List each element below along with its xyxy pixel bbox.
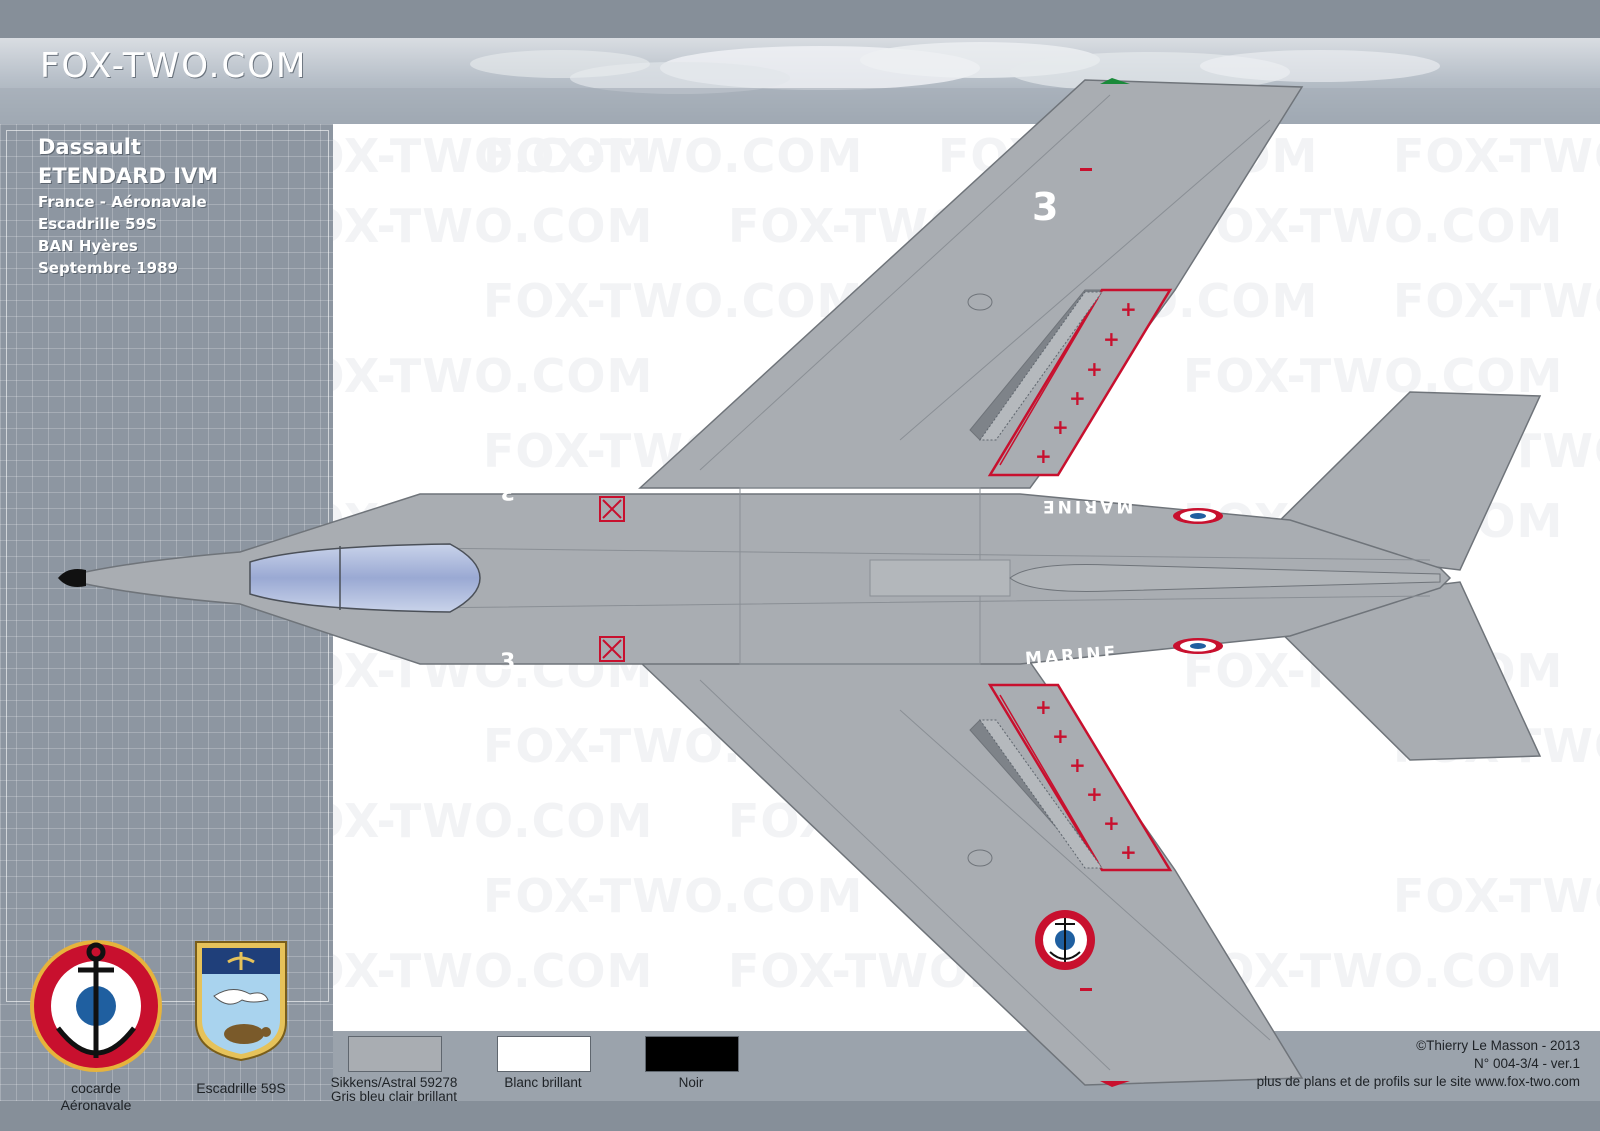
color-swatch-label: Sikkens/Astral 59278 Gris bleu clair bri… bbox=[330, 1075, 458, 1104]
aircraft-model: ETENDARD IVM bbox=[38, 164, 219, 188]
watermark: FOX-TWO.COM bbox=[938, 129, 1319, 183]
watermark: FOX-TWO.COM bbox=[1393, 129, 1600, 183]
watermark: FOX-TWO.COM bbox=[483, 274, 864, 328]
watermark: FOX-TWO.COM bbox=[938, 274, 1319, 328]
bottom-strip bbox=[0, 1101, 1600, 1131]
credits-block: ©Thierry Le Masson - 2013 N° 004-3/4 - v… bbox=[1257, 1037, 1580, 1091]
color-swatch-gris-bleu bbox=[348, 1036, 442, 1072]
watermark: FOX-TWO.COM bbox=[333, 794, 654, 848]
watermark: FOX-TWO.COM bbox=[483, 869, 864, 923]
watermark: FOX-TWO.COM bbox=[1183, 199, 1564, 253]
watermark: FOX-TWO.COM bbox=[333, 494, 654, 548]
aircraft-operator: France - Aéronavale bbox=[38, 193, 207, 211]
watermark: FOX-TWO.COM bbox=[333, 129, 654, 183]
cocarde-aeronavale-emblem bbox=[30, 940, 162, 1072]
aircraft-date: Septembre 1989 bbox=[38, 259, 178, 277]
escadrille-label: Escadrille 59S bbox=[196, 1080, 286, 1096]
color-swatch-label: Noir bbox=[678, 1075, 704, 1090]
aircraft-manufacturer: Dassault bbox=[38, 135, 141, 159]
watermark: FOX-TWO.COM bbox=[333, 944, 654, 998]
aircraft-base: BAN Hyères bbox=[38, 237, 138, 255]
aircraft-unit: Escadrille 59S bbox=[38, 215, 157, 233]
copyright-text: ©Thierry Le Masson - 2013 bbox=[1416, 1038, 1580, 1053]
watermark: FOX-TWO.COM bbox=[1393, 869, 1600, 923]
watermark: FOX-TWO.COM bbox=[728, 944, 1109, 998]
drawing-canvas: FOX-TWO.COM FOX-TWO.COM FOX-TWO.COM FOX-… bbox=[333, 124, 1600, 1031]
lower-fuselage-number-marking: 3 bbox=[500, 650, 516, 675]
watermark: FOX-TWO.COM bbox=[333, 644, 654, 698]
upper-fuselage-number-marking: 3 bbox=[500, 478, 516, 503]
footer-site-link[interactable]: plus de plans et de profils sur le site … bbox=[1256, 1074, 1580, 1089]
top-strip bbox=[0, 0, 1600, 38]
watermark: FOX-TWO.COM bbox=[1393, 719, 1600, 773]
upper-marine-marking: MARINE bbox=[1040, 496, 1134, 516]
watermark: FOX-TWO.COM bbox=[1183, 494, 1564, 548]
watermark: FOX-TWO.COM bbox=[1183, 944, 1564, 998]
color-swatch-blanc bbox=[497, 1036, 591, 1072]
wing-number-marking: 3 bbox=[1032, 185, 1059, 229]
sheet-number-text: N° 004-3/4 - ver.1 bbox=[1474, 1056, 1580, 1071]
watermark: FOX-TWO.COM bbox=[483, 719, 864, 773]
color-swatch-noir bbox=[645, 1036, 739, 1072]
cocarde-label: cocarde Aéronavale bbox=[60, 1080, 132, 1113]
watermark: FOX-TWO.COM bbox=[483, 424, 864, 478]
watermark: FOX-TWO.COM bbox=[1393, 274, 1600, 328]
watermark: FOX-TWO.COM bbox=[483, 129, 864, 183]
header-band bbox=[0, 38, 1600, 124]
watermark: FOX-TWO.COM bbox=[333, 199, 654, 253]
watermark: FOX-TWO.COM bbox=[1393, 424, 1600, 478]
watermark: FOX-TWO.COM bbox=[1183, 644, 1564, 698]
watermark: FOX-TWO.COM bbox=[333, 349, 654, 403]
watermark: FOX-TWO.COM bbox=[1183, 349, 1564, 403]
color-swatch-label: Blanc brillant bbox=[504, 1075, 582, 1090]
escadrille-59s-badge bbox=[195, 941, 287, 1062]
site-logo: FOX-TWO.COM bbox=[40, 46, 308, 86]
aircraft-title-block: Dassault ETENDARD IVM France - Aéronaval… bbox=[38, 133, 218, 279]
watermark: FOX-TWO.COM bbox=[728, 794, 1109, 848]
